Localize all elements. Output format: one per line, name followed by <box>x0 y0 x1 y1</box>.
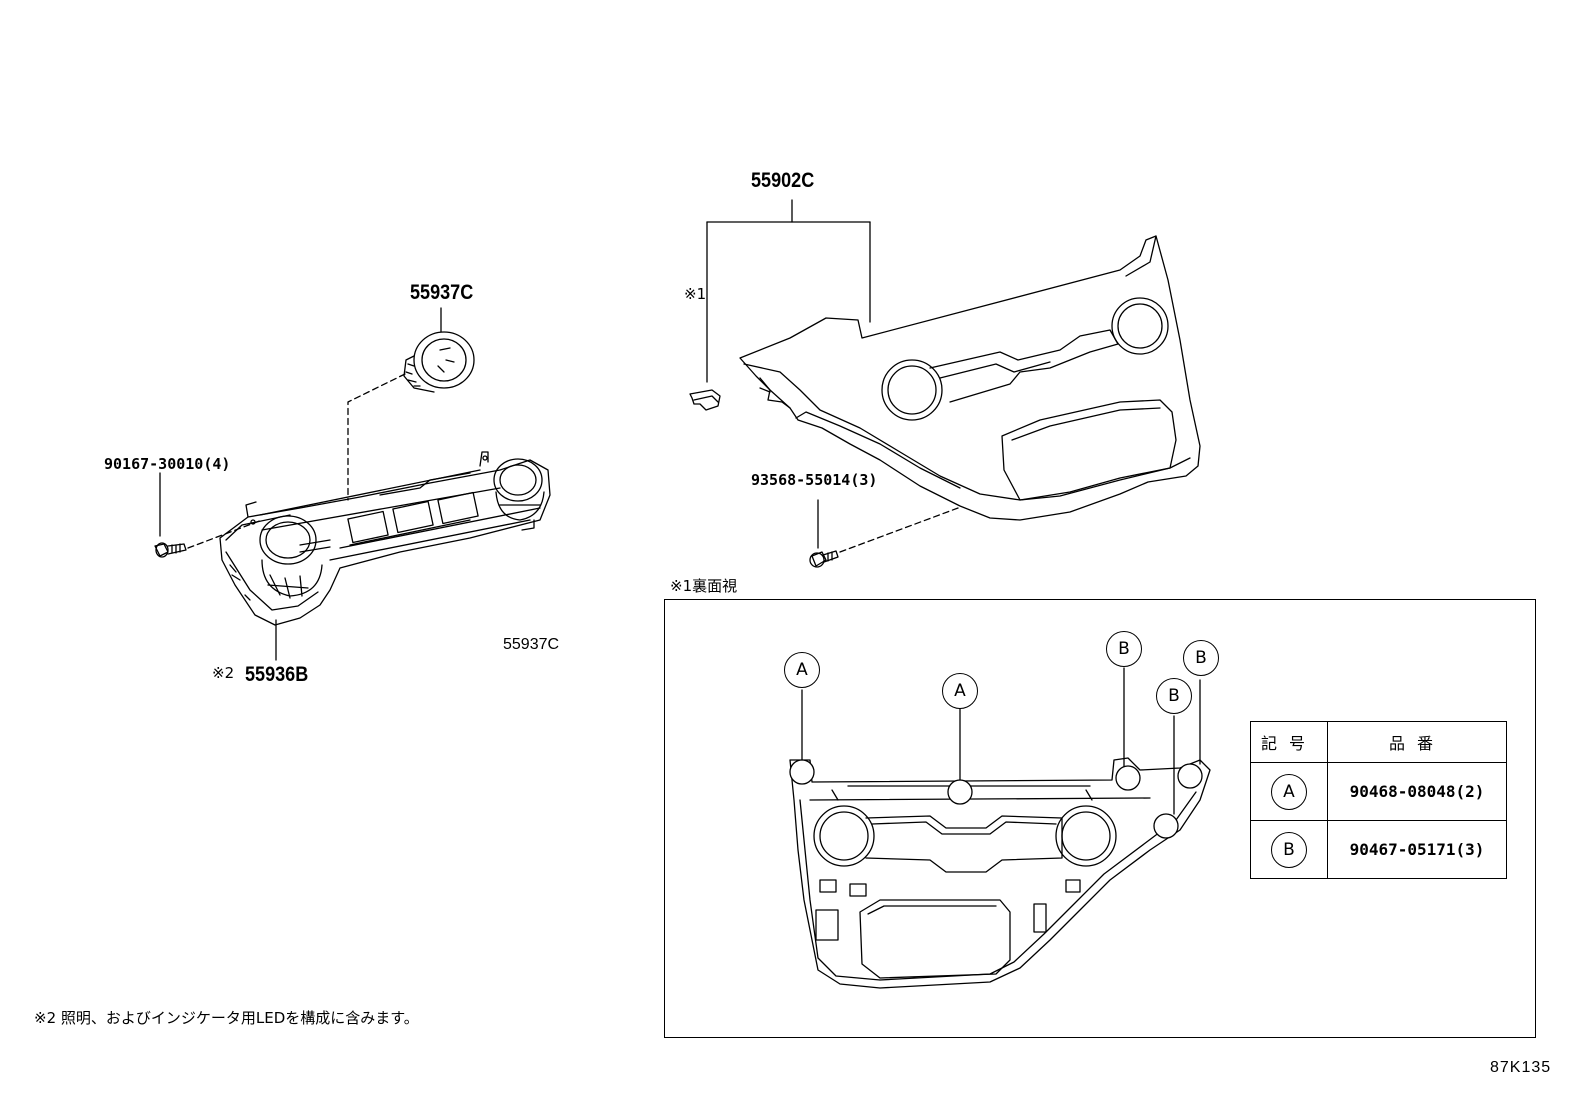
rear-view-inset <box>664 599 1536 1038</box>
clip-drawing <box>689 389 721 411</box>
label-55902C: 55902C <box>751 169 815 192</box>
screw-right-drawing <box>809 550 839 568</box>
fastener-legend-table: 記号 品番 A 90468-08048(2) B 90467-05171(3) <box>1250 721 1507 879</box>
label-mark-1: ※1 <box>684 285 707 303</box>
legend-header-symbol: 記号 <box>1250 721 1328 763</box>
label-55936B: 55936B <box>245 663 309 686</box>
screw-left-drawing <box>154 542 187 558</box>
legend-part-a: 90468-08048(2) <box>1327 762 1507 821</box>
leader-lines-left <box>159 307 442 661</box>
figure-code: 87K135 <box>1490 1059 1552 1076</box>
knob-cap-drawing <box>403 331 475 393</box>
footnote-2: ※2 照明、およびインジケータ用LEDを構成に含みます。 <box>34 1009 419 1027</box>
bubble-a-left: A <box>784 652 820 688</box>
bubble-b-1: B <box>1106 631 1142 667</box>
label-90167-30010: 90167-30010(4) <box>104 455 231 473</box>
bubble-a-center: A <box>942 673 978 709</box>
legend-symbol-b: B <box>1271 831 1307 868</box>
label-55937C-top: 55937C <box>410 281 474 304</box>
legend-symbol-a: A <box>1271 773 1307 810</box>
control-panel-drawing <box>219 451 551 626</box>
leader-lines-right <box>706 199 959 553</box>
bubble-b-3: B <box>1183 640 1219 676</box>
legend-row: B 90467-05171(3) <box>1250 820 1507 879</box>
label-55937C-note: 55937C <box>503 636 560 653</box>
bubble-b-2: B <box>1156 678 1192 714</box>
legend-row: A 90468-08048(2) <box>1250 762 1507 821</box>
inset-title: ※1裏面視 <box>670 577 738 595</box>
bezel-drawing <box>739 235 1201 521</box>
legend-part-b: 90467-05171(3) <box>1327 820 1507 879</box>
label-mark-2: ※2 <box>212 664 235 682</box>
legend-header-part: 品番 <box>1327 721 1507 763</box>
rear-view-drawing <box>789 667 1211 989</box>
label-93568-55014: 93568-55014(3) <box>751 471 878 489</box>
